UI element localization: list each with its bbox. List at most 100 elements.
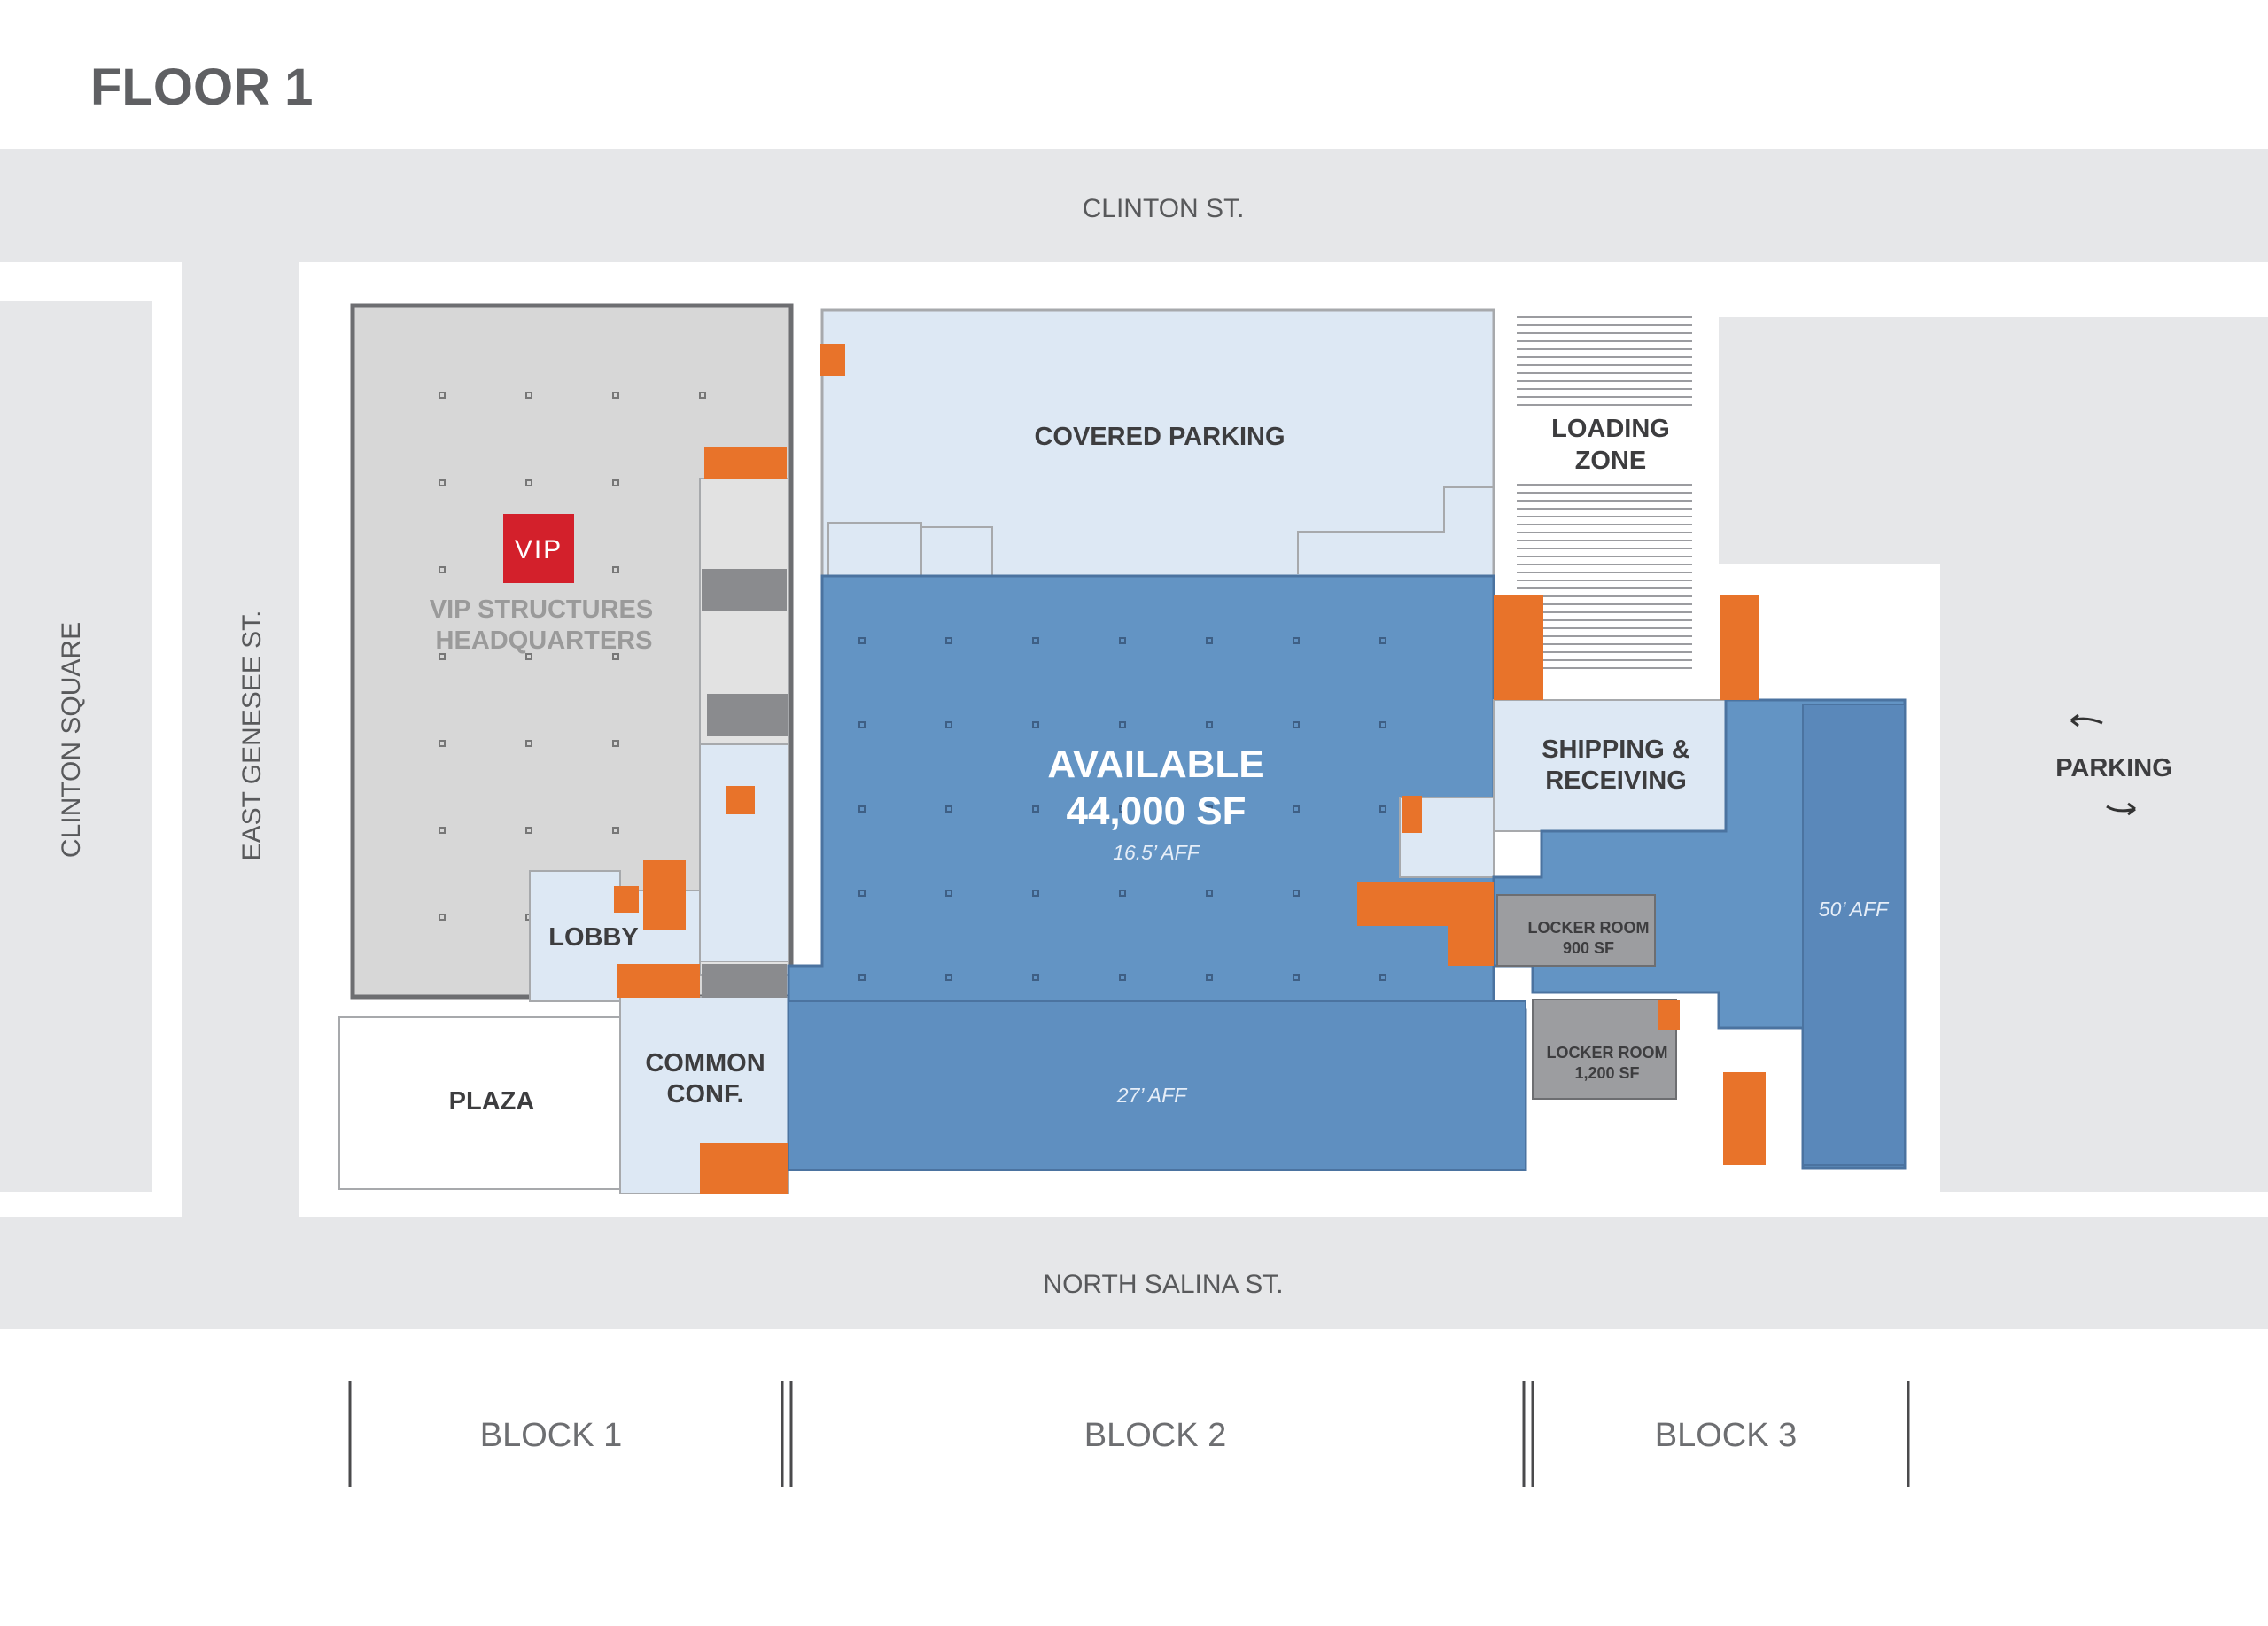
stair-4 bbox=[643, 860, 686, 930]
available-label-line1: AVAILABLE bbox=[1047, 743, 1264, 786]
stair-1 bbox=[820, 344, 845, 376]
stair-5 bbox=[614, 886, 639, 913]
column-marker bbox=[1293, 637, 1300, 644]
available-ceiling-height: 16.5’ AFF bbox=[1113, 841, 1201, 864]
column-marker bbox=[945, 890, 952, 897]
common-conf-label-line1: COMMON bbox=[645, 1049, 765, 1078]
lobby-label: LOBBY bbox=[548, 923, 639, 952]
column-marker bbox=[1032, 721, 1039, 728]
shipping-label-line1: SHIPPING & bbox=[1542, 735, 1690, 764]
north-salina-st-road bbox=[0, 1217, 2268, 1329]
stair-7 bbox=[700, 1143, 788, 1194]
clinton-square-area bbox=[0, 301, 152, 1192]
block-dividers bbox=[348, 1381, 1910, 1487]
column-marker bbox=[1379, 721, 1386, 728]
column-marker bbox=[1379, 805, 1386, 813]
locker-room-900-name: LOCKER ROOM bbox=[1528, 919, 1650, 937]
lower-bay-ceiling-height: 27’ AFF bbox=[1116, 1084, 1188, 1107]
column-marker bbox=[1032, 890, 1039, 897]
column-marker bbox=[945, 721, 952, 728]
stair-8 bbox=[1494, 595, 1543, 700]
column-marker bbox=[945, 805, 952, 813]
column-marker bbox=[1293, 721, 1300, 728]
column-marker bbox=[858, 974, 866, 981]
column-marker bbox=[1379, 974, 1386, 981]
column-marker bbox=[945, 974, 952, 981]
column-marker bbox=[1206, 805, 1213, 813]
parking-area bbox=[1719, 317, 2268, 1192]
shipping-label-line2: RECEIVING bbox=[1545, 766, 1687, 795]
vip-elevator-1 bbox=[702, 569, 787, 611]
column-marker bbox=[1293, 890, 1300, 897]
column-marker bbox=[1032, 974, 1039, 981]
block-2-label: BLOCK 2 bbox=[1084, 1417, 1227, 1454]
vip-hq-label-line1: VIP STRUCTURES bbox=[430, 595, 653, 624]
locker-room-1200 bbox=[1532, 999, 1677, 1100]
column-marker bbox=[1032, 637, 1039, 644]
column-marker bbox=[1206, 721, 1213, 728]
column-marker bbox=[1119, 974, 1126, 981]
locker-room-900 bbox=[1496, 894, 1656, 967]
stair-3 bbox=[726, 786, 755, 814]
covered-parking-label: COVERED PARKING bbox=[1034, 423, 1285, 451]
column-marker bbox=[858, 721, 866, 728]
column-marker bbox=[1119, 890, 1126, 897]
vip-elevator-2 bbox=[707, 694, 788, 736]
vip-logo-text: VIP bbox=[515, 535, 563, 564]
parking-arrow-in-icon bbox=[2070, 713, 2103, 727]
stair-6 bbox=[617, 964, 700, 998]
clinton-st-label: CLINTON ST. bbox=[1083, 194, 1245, 223]
column-marker bbox=[1206, 637, 1213, 644]
tall-bay-ceiling-height: 50’ AFF bbox=[1819, 898, 1890, 921]
column-marker bbox=[1293, 974, 1300, 981]
column-marker bbox=[1119, 721, 1126, 728]
column-marker bbox=[1206, 974, 1213, 981]
tall-bay-area bbox=[1802, 704, 1906, 1166]
stair-13 bbox=[1658, 1000, 1680, 1030]
north-salina-st-label: NORTH SALINA ST. bbox=[1043, 1270, 1283, 1299]
stair-cores bbox=[614, 344, 1766, 1194]
loading-zone-hatching bbox=[1517, 316, 1692, 669]
locker-room-1200-name: LOCKER ROOM bbox=[1547, 1044, 1668, 1062]
east-genesee-st-road bbox=[182, 262, 299, 1217]
east-genesee-st-label: EAST GENESEE ST. bbox=[237, 611, 267, 861]
common-elevator bbox=[702, 964, 787, 998]
vip-logo bbox=[503, 514, 574, 583]
available-column-grid bbox=[858, 637, 1386, 981]
loading-zone-label-line2: ZONE bbox=[1575, 447, 1647, 475]
loading-zone-area bbox=[1517, 315, 1692, 678]
lobby-side-room bbox=[699, 743, 789, 962]
parking-label: PARKING bbox=[2055, 754, 2172, 782]
block-3-label: BLOCK 3 bbox=[1655, 1417, 1798, 1454]
column-marker bbox=[1119, 805, 1126, 813]
plaza-label: PLAZA bbox=[449, 1087, 535, 1116]
column-marker bbox=[1206, 890, 1213, 897]
stair-9 bbox=[1720, 595, 1759, 700]
vip-hq-label-line2: HEADQUARTERS bbox=[436, 626, 653, 655]
clinton-square-label: CLINTON SQUARE bbox=[57, 622, 86, 858]
column-marker bbox=[945, 637, 952, 644]
locker-room-900-size: 900 SF bbox=[1563, 939, 1614, 957]
available-lower-bay bbox=[788, 1000, 1526, 1171]
clinton-st-road bbox=[0, 149, 2268, 262]
available-label-line2: 44,000 SF bbox=[1066, 790, 1246, 833]
column-marker bbox=[1379, 637, 1386, 644]
parking-arrow-out-icon bbox=[2106, 802, 2136, 816]
loading-zone-label-line1: LOADING bbox=[1551, 415, 1670, 443]
column-marker bbox=[1119, 637, 1126, 644]
covered-parking-rooms bbox=[827, 522, 993, 576]
block-1-label: BLOCK 1 bbox=[480, 1417, 623, 1454]
stair-14 bbox=[1723, 1072, 1766, 1165]
shipping-receiving-area bbox=[1493, 699, 1727, 832]
column-marker bbox=[858, 805, 866, 813]
column-marker bbox=[1293, 805, 1300, 813]
column-marker bbox=[1032, 805, 1039, 813]
stair-10 bbox=[1402, 796, 1422, 833]
column-marker bbox=[858, 890, 866, 897]
locker-room-1200-size: 1,200 SF bbox=[1574, 1064, 1639, 1082]
stair-12 bbox=[1448, 882, 1494, 966]
stair-11 bbox=[1357, 882, 1448, 926]
page-title: FLOOR 1 bbox=[90, 58, 313, 116]
stair-2 bbox=[704, 447, 787, 479]
